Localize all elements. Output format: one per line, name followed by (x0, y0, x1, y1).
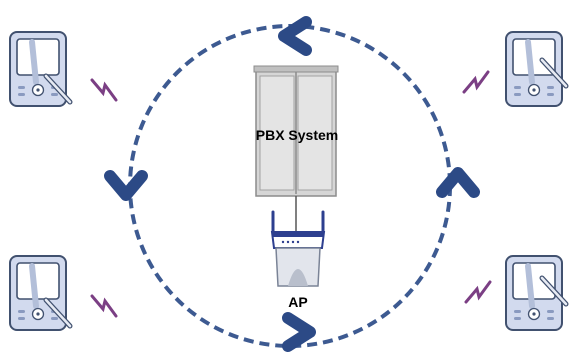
handheld-device-icon (10, 32, 70, 106)
wireless-signal-icon (90, 78, 118, 102)
wireless-signal-icon (462, 70, 490, 94)
direction-arrow-icon (104, 170, 148, 201)
access-point-icon (270, 210, 326, 287)
direction-arrow-icon (282, 312, 316, 352)
wireless-signal-icon (90, 294, 118, 318)
pbx-server-icon (253, 65, 339, 232)
handheld-device-icon (506, 32, 566, 106)
wireless-signal-icon (464, 280, 492, 304)
handheld-device-icon (506, 256, 566, 330)
direction-arrow-icon (278, 16, 312, 56)
direction-arrow-icon (436, 167, 480, 198)
handheld-device-icon (10, 256, 70, 330)
pbx-label: PBX System (256, 127, 338, 143)
ap-label: AP (288, 294, 307, 310)
